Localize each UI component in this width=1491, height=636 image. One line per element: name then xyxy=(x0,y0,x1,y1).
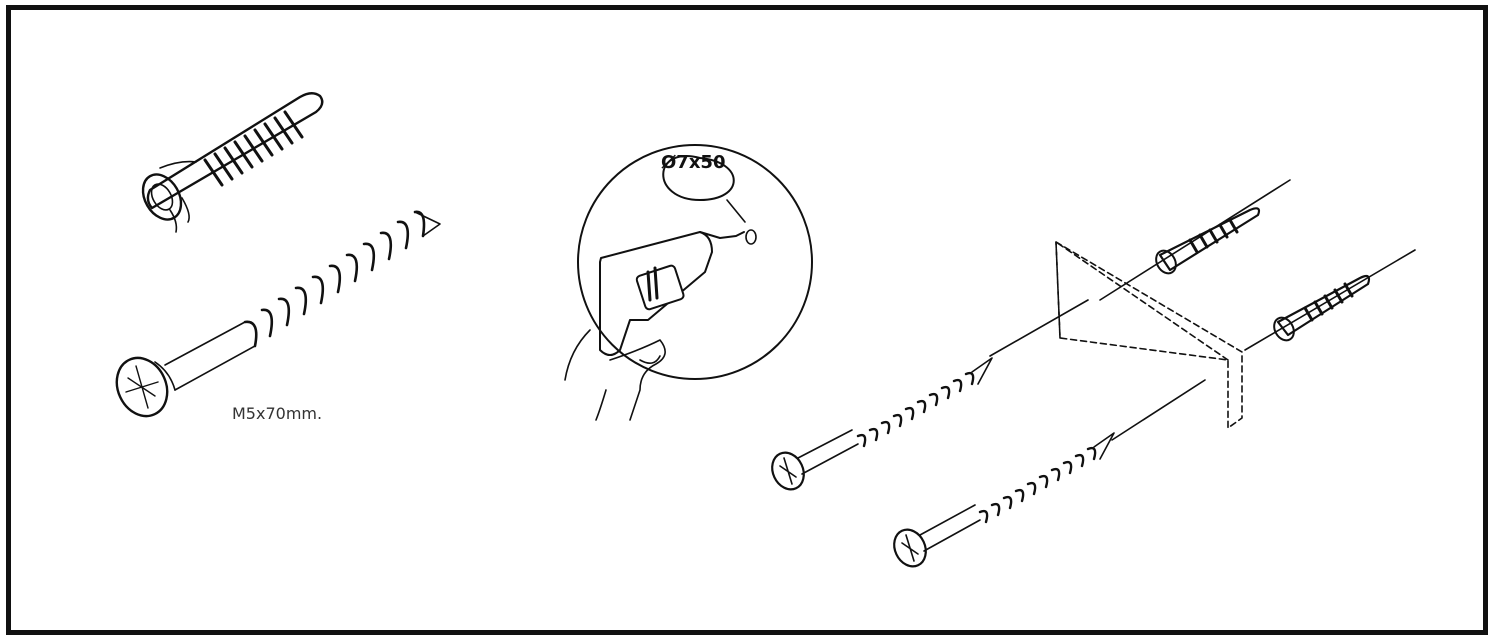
wall-plug-icon xyxy=(1100,180,1415,350)
drill-bit-label: Ø7x50 xyxy=(661,152,726,173)
screw-size-label: M5x70mm. xyxy=(232,404,322,423)
drill-icon xyxy=(565,156,756,420)
screw-icon xyxy=(108,212,440,424)
screw-icon xyxy=(766,300,1205,572)
wall-plug-icon xyxy=(135,93,322,232)
detail-circle xyxy=(578,145,812,379)
